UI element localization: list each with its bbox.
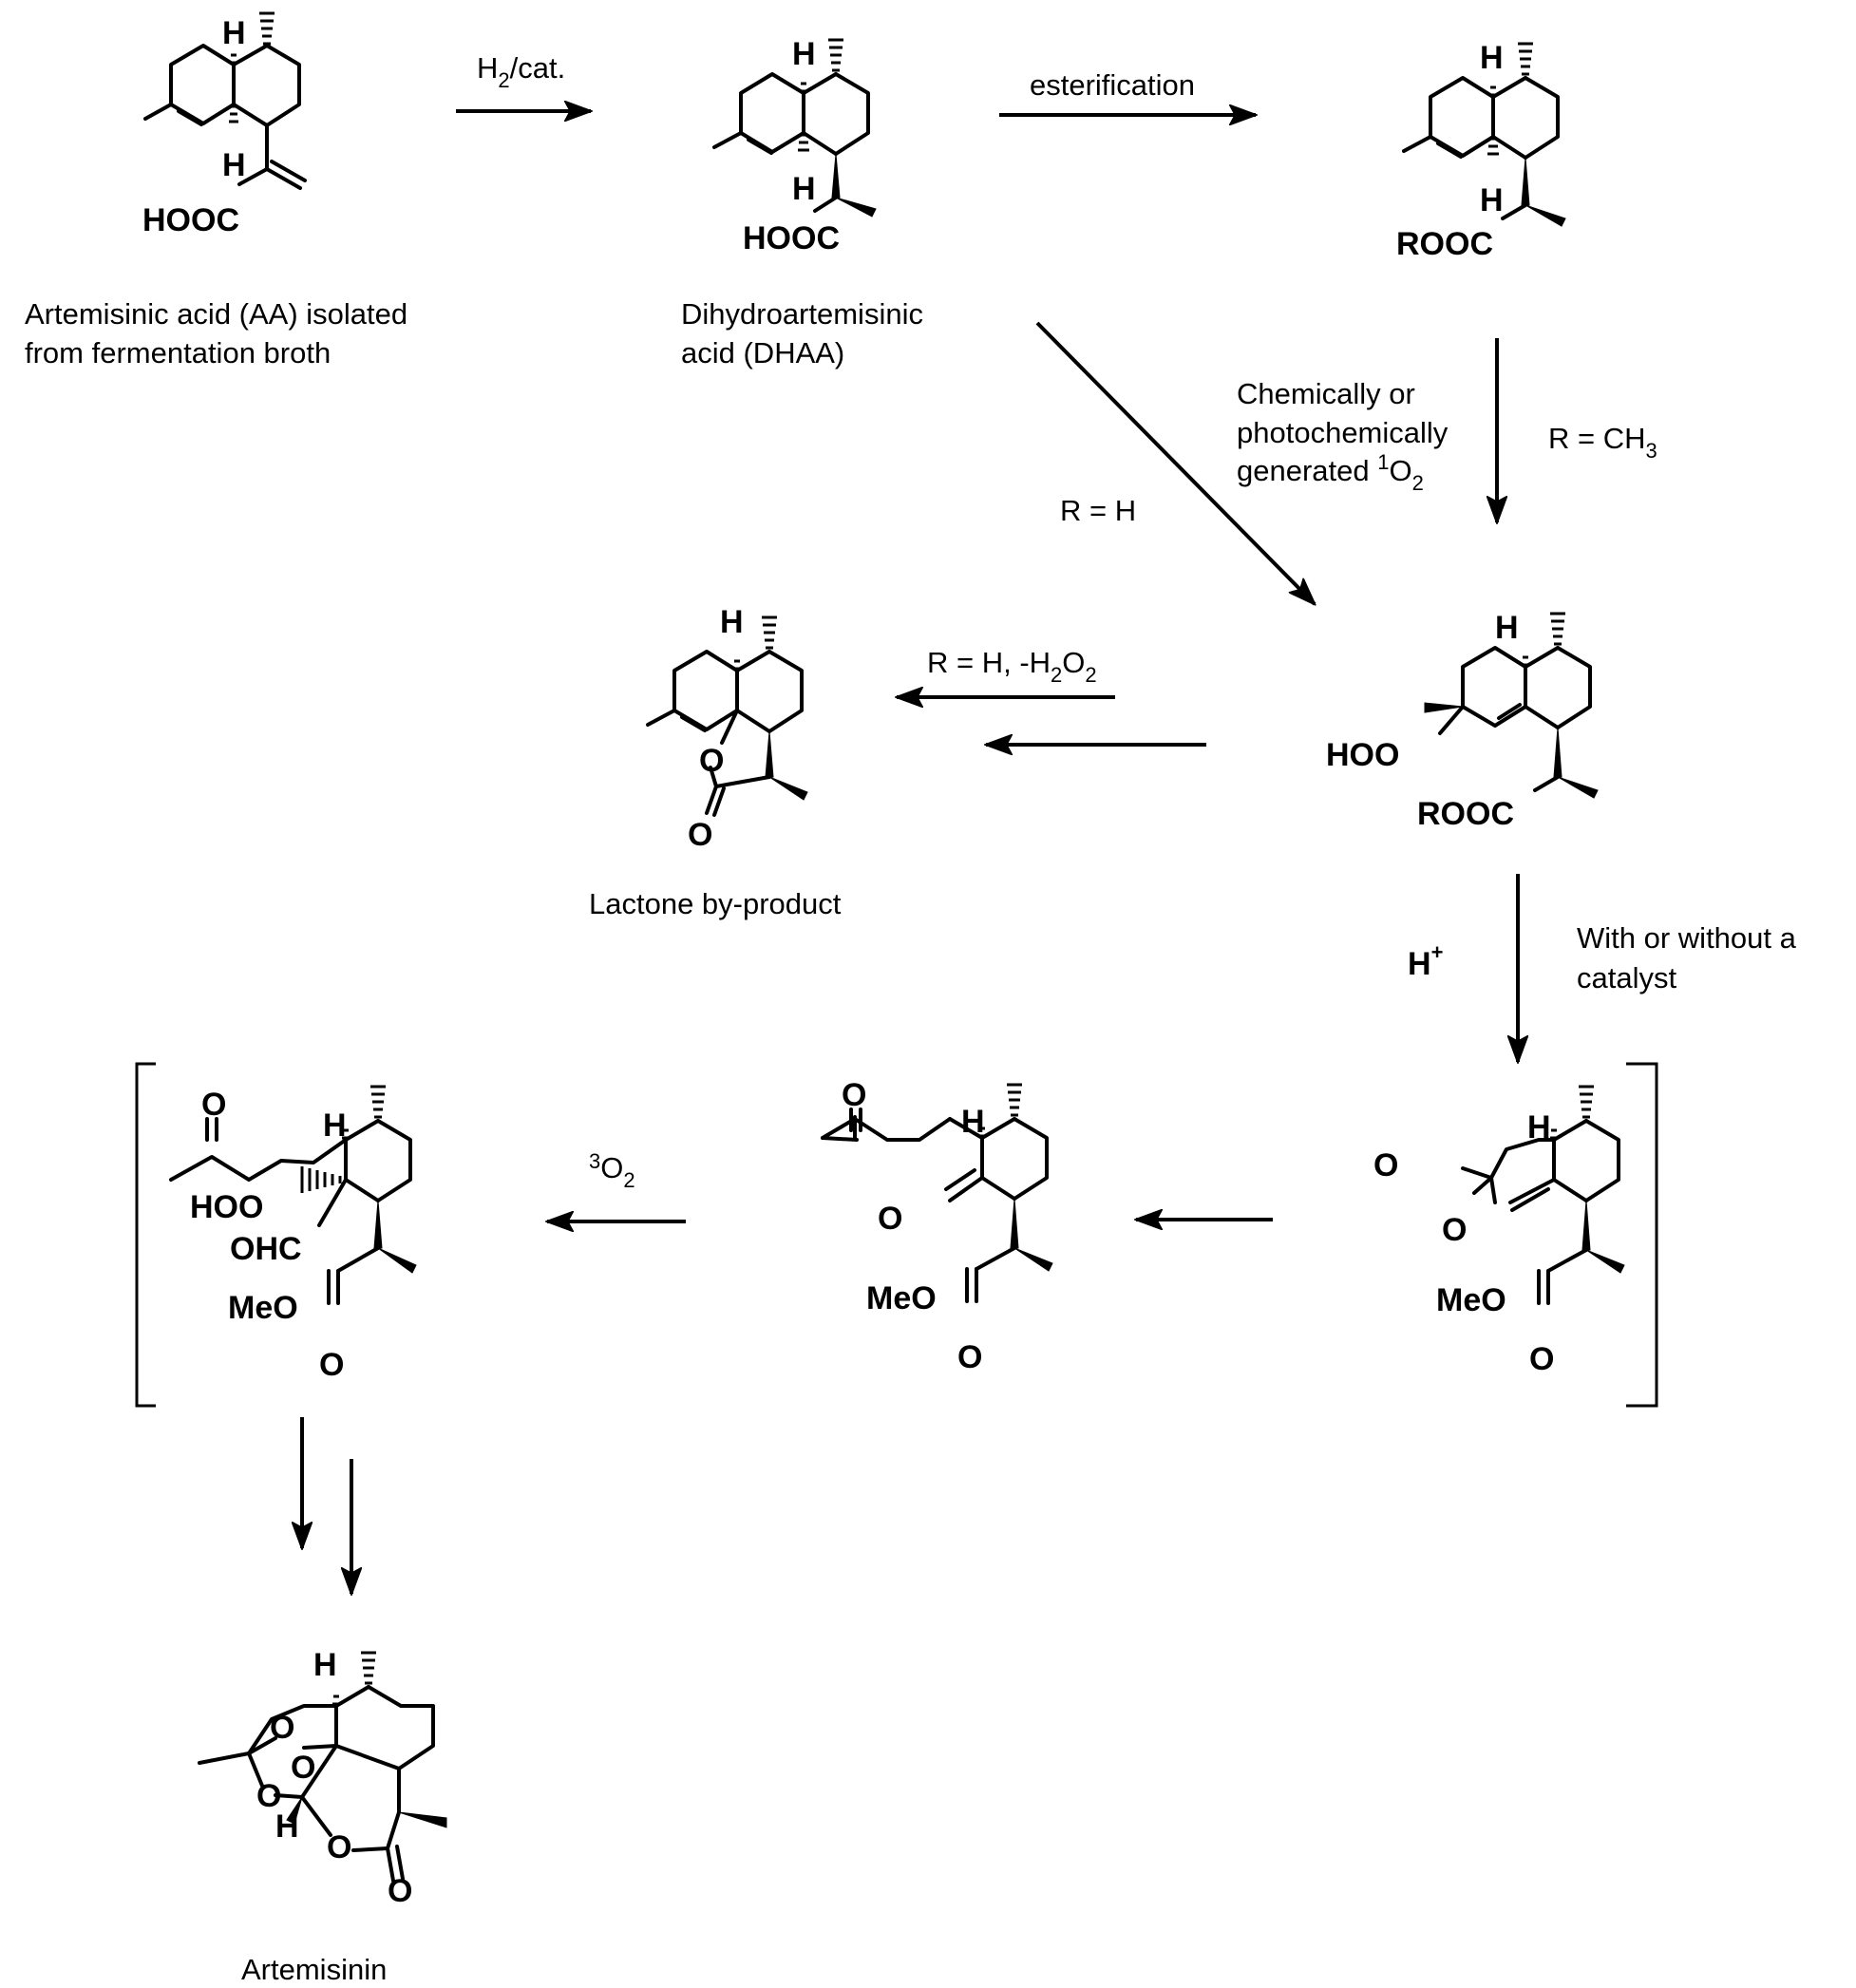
atom-meo: MeO bbox=[1436, 1282, 1506, 1318]
molecule-artemisinin: H O O O H O O bbox=[198, 1647, 447, 1909]
atom-meo: MeO bbox=[866, 1280, 937, 1316]
caption-aa-line2: from fermentation broth bbox=[25, 336, 331, 369]
molecule-hydroperoxy-aldehyde: O H HOO OHC MeO O bbox=[169, 1085, 417, 1383]
atom-o: O bbox=[201, 1087, 226, 1123]
atom-h: H bbox=[792, 36, 816, 72]
caption-aa-line1: Artemisinic acid (AA) isolated bbox=[25, 297, 407, 331]
atom-rooc: ROOC bbox=[1396, 226, 1493, 262]
atom-h: H bbox=[323, 1108, 347, 1144]
caption-dhaa-line2: acid (DHAA) bbox=[681, 336, 844, 369]
atom-o: O bbox=[688, 817, 712, 853]
atom-o: O bbox=[1529, 1341, 1554, 1377]
molecule-enal-intermediate: O H O MeO O bbox=[821, 1077, 1053, 1375]
atom-h: H bbox=[720, 604, 744, 640]
atom-o: O bbox=[327, 1829, 351, 1865]
atom-rooc: ROOC bbox=[1417, 796, 1514, 832]
atom-o: O bbox=[957, 1339, 982, 1375]
atom-h: H bbox=[1527, 1109, 1551, 1145]
condition-esterification: esterification bbox=[1030, 68, 1195, 102]
atom-h: H bbox=[222, 15, 246, 51]
atom-hoo: HOO bbox=[1326, 737, 1399, 773]
atom-hooc: HOOC bbox=[142, 202, 239, 238]
atom-o: O bbox=[319, 1347, 344, 1383]
condition-hydrogenation: H2/cat. bbox=[477, 51, 565, 92]
condition-triplet-oxygen: 3O2 bbox=[589, 1149, 635, 1192]
atom-h: H bbox=[1480, 182, 1504, 218]
condition-r-methyl: R = CH3 bbox=[1548, 422, 1657, 463]
atom-hoo: HOO bbox=[190, 1189, 263, 1225]
caption-lactone: Lactone by-product bbox=[589, 887, 842, 920]
condition-r-h: R = H bbox=[1060, 494, 1136, 527]
atom-h: H bbox=[222, 147, 246, 183]
atom-h: H bbox=[313, 1647, 337, 1683]
atom-h: H bbox=[1495, 610, 1519, 646]
atom-o: O bbox=[699, 743, 724, 779]
arrow-dhaa-to-hydroperoxide bbox=[1035, 321, 1315, 604]
atom-h: H bbox=[792, 171, 816, 207]
molecule-allylic-hydroperoxide: H HOO ROOC bbox=[1326, 610, 1599, 832]
atom-o: O bbox=[388, 1873, 412, 1909]
atom-ohc: OHC bbox=[230, 1231, 302, 1267]
atom-o: O bbox=[270, 1710, 294, 1746]
condition-singlet-line2: photochemically bbox=[1237, 416, 1449, 449]
molecule-dhaa-ester: H H ROOC bbox=[1396, 40, 1566, 262]
molecule-dhaa: H H HOOC bbox=[712, 36, 877, 256]
condition-singlet-line3: generated 1O2 bbox=[1237, 450, 1424, 495]
molecule-lactone-byproduct: H O O bbox=[646, 604, 808, 853]
molecule-artemisinic-acid: H H HOOC bbox=[142, 11, 307, 238]
atom-o: O bbox=[842, 1077, 866, 1113]
condition-catalyst-line2: catalyst bbox=[1577, 961, 1676, 994]
caption-artemisinin: Artemisinin bbox=[241, 1953, 387, 1986]
atom-h: H bbox=[961, 1104, 985, 1140]
atom-o: O bbox=[291, 1750, 315, 1786]
atom-h: H bbox=[1480, 40, 1504, 76]
condition-lactone: R = H, -H2O2 bbox=[927, 646, 1097, 687]
bracket-left-close bbox=[1626, 1062, 1658, 1408]
atom-o: O bbox=[1442, 1212, 1467, 1248]
condition-catalyst-line1: With or without a bbox=[1577, 921, 1797, 955]
condition-singlet-line1: Chemically or bbox=[1237, 377, 1415, 410]
atom-meo: MeO bbox=[228, 1290, 298, 1326]
bracket-left-open bbox=[135, 1062, 156, 1408]
condition-acid: H+ bbox=[1408, 940, 1443, 982]
atom-hooc: HOOC bbox=[743, 220, 840, 256]
atom-h: H bbox=[275, 1808, 299, 1845]
caption-dhaa-line1: Dihydroartemisinic bbox=[681, 297, 923, 331]
molecule-dioxepine-intermediate: H O O MeO O bbox=[1373, 1085, 1625, 1377]
atom-o: O bbox=[256, 1778, 281, 1814]
atom-o: O bbox=[878, 1201, 902, 1237]
atom-o: O bbox=[1373, 1147, 1398, 1183]
